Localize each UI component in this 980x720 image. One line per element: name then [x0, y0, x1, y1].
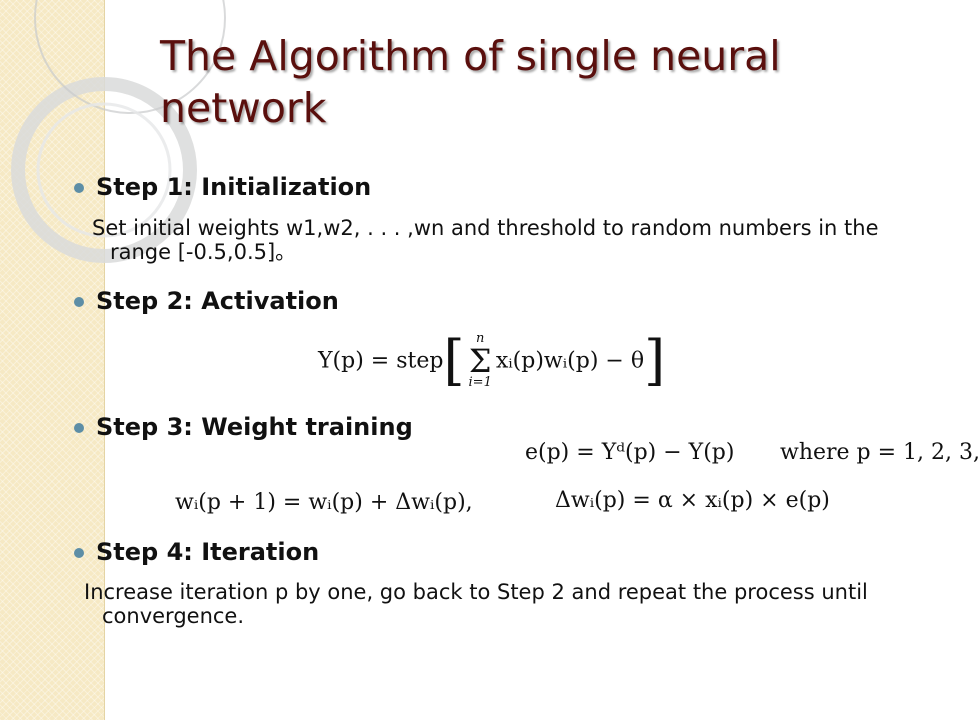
bullet-step-4	[74, 548, 84, 558]
sum-upper-limit: n	[475, 331, 485, 346]
where-clause: where p = 1, 2, 3,	[780, 440, 980, 465]
sum-lower-limit: i=1	[468, 375, 492, 390]
error-formula: e(p) = Yᵈ(p) − Y(p)	[525, 440, 735, 465]
weight-update-formula: wᵢ(p + 1) = wᵢ(p) + Δwᵢ(p),	[175, 490, 473, 515]
slide-title: The Algorithm of single neural network	[160, 32, 781, 132]
step-1-heading: Step 1: Initialization	[96, 173, 372, 201]
bullet-step-3	[74, 423, 84, 433]
step-1-text: Set initial weights w1,w2, . . . ,wn and…	[92, 216, 879, 264]
activation-lhs: Y(p) = step	[318, 348, 444, 374]
bullet-step-1	[74, 183, 84, 193]
step-3-heading: Step 3: Weight training	[96, 413, 413, 441]
bullet-step-2	[74, 297, 84, 307]
step-2-heading: Step 2: Activation	[96, 287, 339, 315]
bracket-left: [	[443, 329, 465, 392]
activation-body: xᵢ(p)wᵢ(p) − θ	[495, 348, 645, 374]
bracket-right: ]	[644, 329, 666, 392]
delta-weight-formula: Δwᵢ(p) = α × xᵢ(p) × e(p)	[555, 488, 830, 513]
step-4-heading: Step 4: Iteration	[96, 538, 320, 566]
step-4-text: Increase iteration p by one, go back to …	[84, 580, 868, 628]
